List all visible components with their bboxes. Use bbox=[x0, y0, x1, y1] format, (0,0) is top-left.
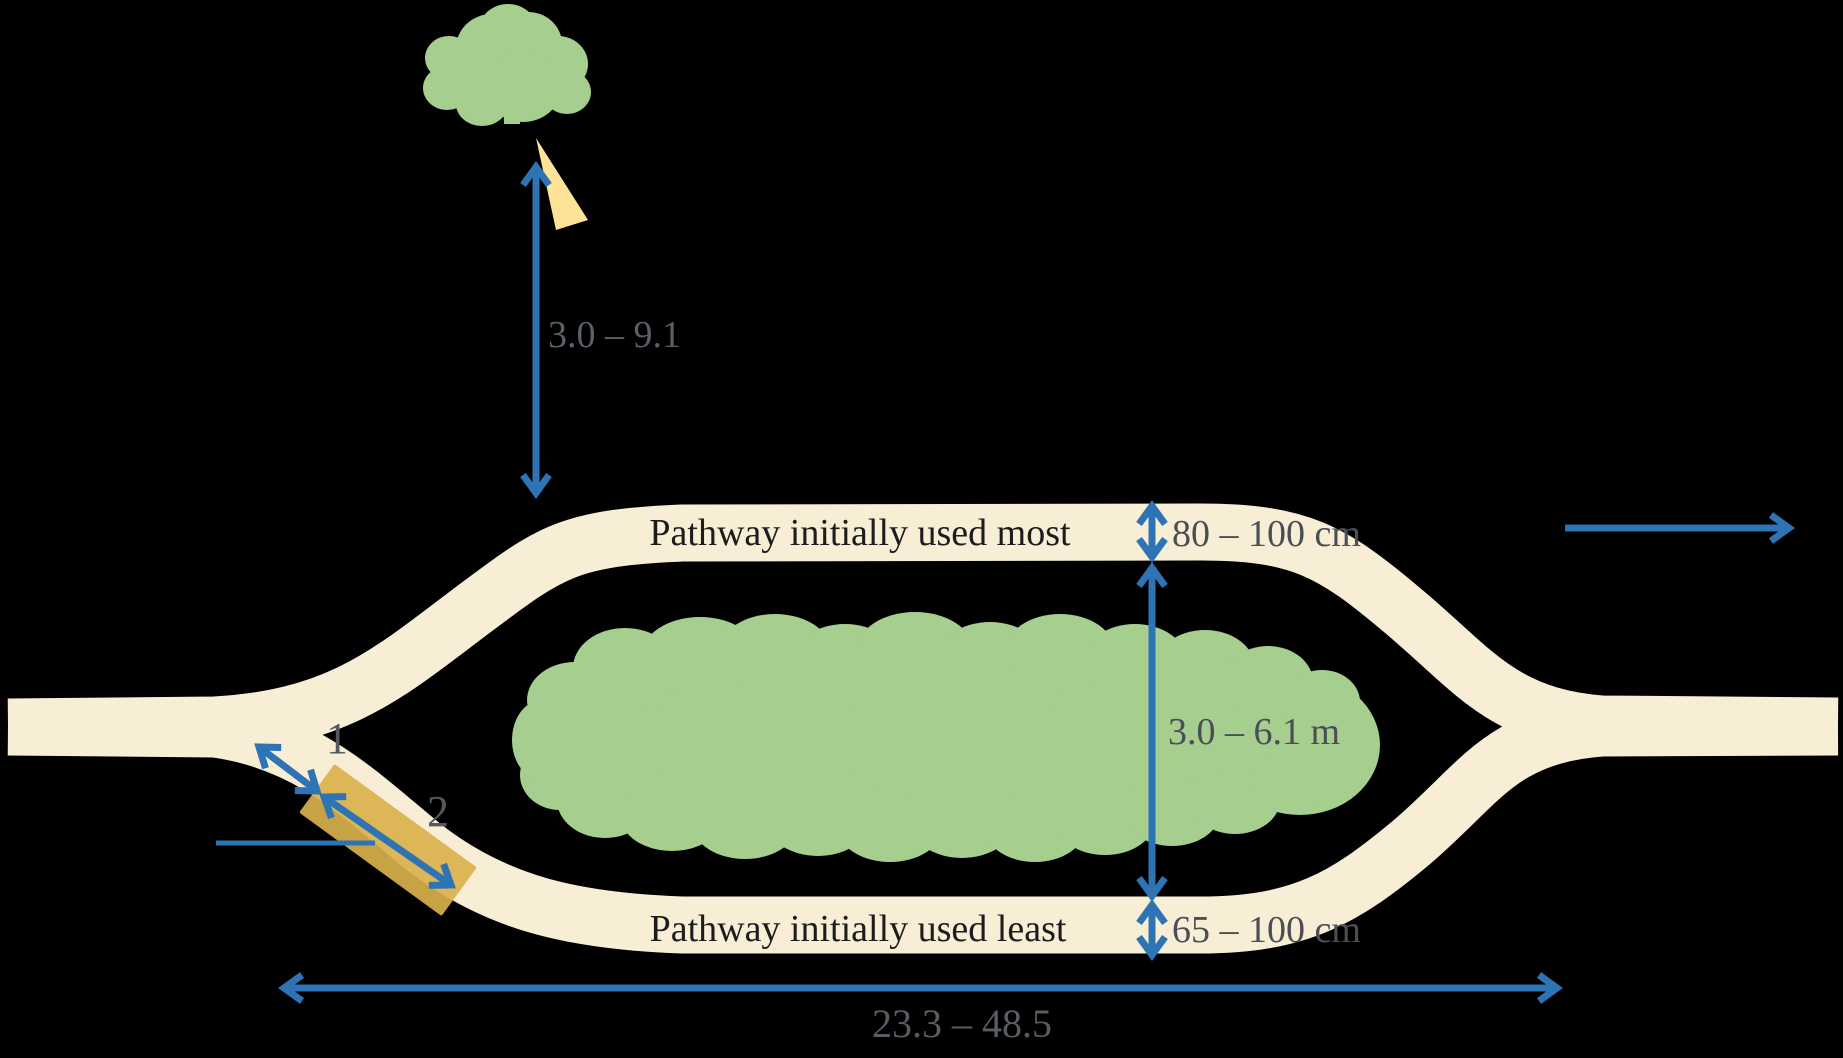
camera-cone-icon bbox=[536, 138, 588, 230]
top-path-width-label: 80 – 100 cm bbox=[1172, 513, 1361, 555]
segment-2-label: 2 bbox=[427, 787, 449, 836]
segment-1-label: 1 bbox=[326, 714, 348, 763]
measurement-arrows bbox=[216, 161, 1795, 1004]
tree-trunk-stub bbox=[504, 110, 520, 124]
tree-distance-label: 3.0 – 9.1 bbox=[548, 314, 681, 356]
bottom-path-width-label: 65 – 100 cm bbox=[1172, 909, 1361, 951]
tree-canopy-icon bbox=[423, 4, 591, 126]
vegetation-island bbox=[512, 612, 1380, 862]
top-path-label: Pathway initially used most bbox=[649, 512, 1071, 554]
bottom-path-label: Pathway initially used least bbox=[650, 908, 1067, 950]
total-length-label: 23.3 – 48.5 bbox=[872, 1001, 1052, 1046]
segment-1-arrow bbox=[254, 743, 322, 795]
segment-2-arrow bbox=[319, 793, 456, 889]
island-width-label: 3.0 – 6.1 m bbox=[1168, 711, 1340, 753]
pathway-upper-route bbox=[7, 503, 1839, 756]
